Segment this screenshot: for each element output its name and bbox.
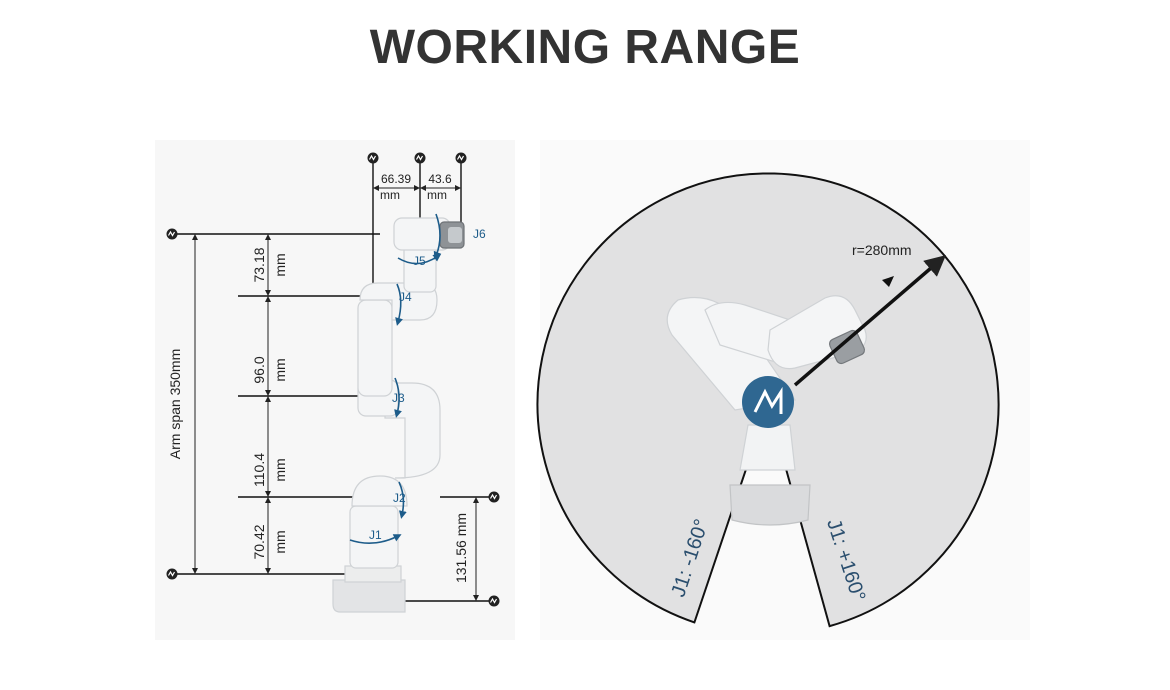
joint-label-j6: J6	[473, 227, 486, 241]
reference-lines	[172, 160, 494, 602]
top-dim-2-value: 43.6	[428, 172, 452, 186]
robot-arm-top	[666, 295, 867, 526]
vertical-dimension-arrows	[192, 234, 479, 601]
joint-label-j1: J1	[369, 528, 382, 542]
dim-110-value: 110.4	[251, 453, 267, 487]
top-dim-2-unit: mm	[427, 188, 447, 202]
top-view: r=280mm J1: -160° J1: +160°	[536, 140, 1030, 640]
base-height-label: 131.56 mm	[453, 513, 469, 583]
radius-arrow	[793, 255, 946, 387]
top-dim-1-value: 66.39	[381, 172, 411, 186]
dim-110-unit: mm	[272, 458, 288, 481]
brand-logo-icon	[753, 386, 783, 414]
dim-96-value: 96.0	[251, 356, 267, 383]
joint-rotation-arrows	[349, 213, 442, 544]
dim-73-value: 73.18	[251, 247, 267, 282]
joint-label-j2: J2	[393, 491, 406, 505]
joint-label-j5: J5	[413, 254, 426, 268]
joint-label-j4: J4	[399, 290, 412, 304]
top-dim-1-unit: mm	[380, 188, 400, 202]
joint-label-j3: J3	[392, 391, 405, 405]
radius-tick	[882, 276, 894, 287]
robot-arm-side	[332, 217, 465, 613]
side-view: 66.39 mm 43.6 mm 73.18 mm 96.0 mm 110.4 …	[155, 140, 515, 640]
dim-96-unit: mm	[272, 358, 288, 381]
radius-label: r=280mm	[852, 242, 912, 258]
dim-70-value: 70.42	[251, 524, 267, 559]
page-title: WORKING RANGE	[369, 21, 801, 74]
arm-span-label: Arm span 350mm	[167, 349, 183, 459]
dim-73-unit: mm	[272, 253, 288, 276]
dim-70-unit: mm	[272, 530, 288, 553]
